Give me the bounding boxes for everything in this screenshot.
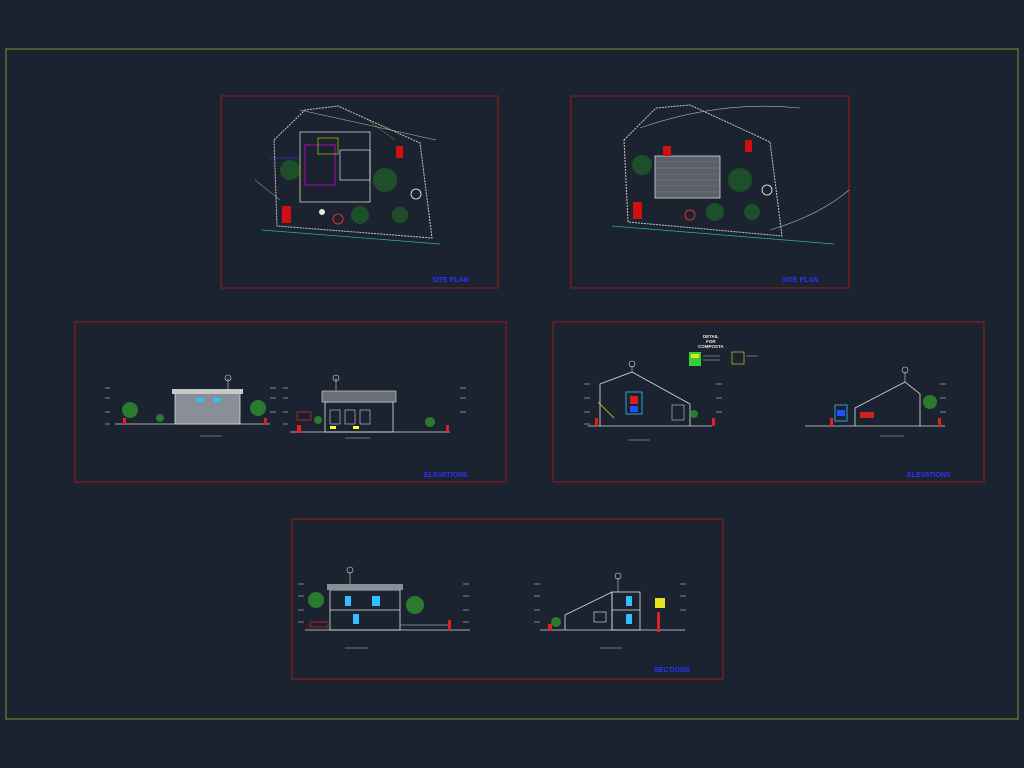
elevation-drawing-2 <box>584 351 946 441</box>
elevation-drawing-1 <box>105 374 466 439</box>
composta-detail <box>689 351 758 366</box>
sheet-elevations-1[interactable]: ELEVATIONS <box>74 321 507 483</box>
sheet-sections[interactable]: SECTIONS <box>291 518 724 680</box>
sheet-elevations-2[interactable]: ELEVATIONS <box>552 321 985 483</box>
sheet-frame <box>291 518 724 680</box>
sheet-label: ELEVATIONS <box>424 472 468 479</box>
sheet-site-plan-1[interactable]: SITE PLAN <box>220 95 499 289</box>
sheet-label: ELEVATIONS <box>907 472 951 479</box>
sheet-label: SECTIONS <box>654 667 690 674</box>
composta-detail-title: DETAIL FOR COMPOSTA <box>698 334 724 349</box>
sheet-frame <box>74 321 507 483</box>
site-plan-roof-drawing <box>611 104 850 245</box>
sheet-frame <box>570 95 850 289</box>
site-plan-drawing <box>254 105 441 245</box>
section-drawings <box>298 566 686 649</box>
sheet-frame <box>220 95 499 289</box>
sheet-label: SITE PLAN <box>432 277 469 284</box>
sheet-label: SITE PLAN <box>782 277 819 284</box>
model-border <box>5 48 1019 720</box>
sheet-site-plan-2[interactable]: SITE PLAN <box>570 95 850 289</box>
sheet-frame <box>552 321 985 483</box>
